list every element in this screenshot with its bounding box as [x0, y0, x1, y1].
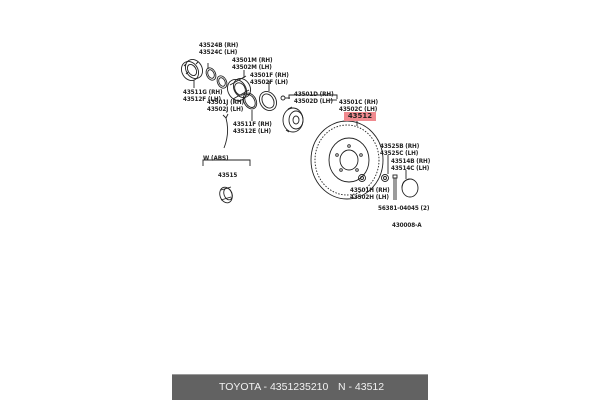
highlighted-part-43512[interactable]: 43512	[344, 112, 376, 121]
label-43511f: 43511F (RH)43512E (LH)	[233, 121, 272, 135]
label-43501c: 43501C (RH)43502C (LH)	[339, 99, 379, 113]
snap-ring-43511f	[242, 92, 258, 110]
bearing-cup-43524	[205, 67, 217, 81]
label-43514: 43514B (RH)43514C (LH)	[391, 158, 431, 172]
bearing-43501m	[227, 75, 251, 101]
lock-nut-43525	[381, 174, 389, 182]
hub-nut-43501h	[358, 174, 366, 182]
label-43501m: 43501M (RH)43502M (LH)	[232, 57, 273, 71]
label-43501f: 43501F (RH)43502F (LH)	[250, 72, 289, 86]
bearing-cup-43501f	[259, 91, 277, 111]
bracket-abs	[202, 159, 251, 166]
bearing-43515	[219, 186, 233, 204]
bearing-cup-43501j	[216, 75, 228, 89]
label-43511g: 43511G (RH)43512F (LH)	[183, 89, 223, 103]
reference-number: N - 43512	[338, 381, 385, 393]
label-43501d: 43501D (RH)43502D (LH)	[294, 91, 334, 105]
bracket-43501d	[288, 94, 338, 99]
label-43501h: 43501H (RH)43502H (LH)	[350, 187, 390, 201]
abs-sensor-wire	[222, 113, 229, 149]
label-43501j: 43501J (RH)43502J (LH)	[207, 99, 244, 113]
grease-seal-outer	[181, 59, 203, 81]
label-43515: 43515	[218, 172, 238, 179]
part-info-footer: TOYOTA - 4351235210 N - 43512	[172, 374, 428, 400]
hub-43501d	[282, 106, 304, 133]
brand-part-number: TOYOTA - 4351235210	[219, 381, 329, 393]
bolt-56381	[392, 174, 398, 200]
brake-rotor-43512	[310, 120, 384, 200]
figure-ref: 430008-A	[392, 222, 422, 229]
label-43524: 43524B (RH)43524C (LH)	[199, 42, 239, 56]
label-43525: 43525B (RH)43525C (LH)	[380, 143, 420, 157]
label-abs: W (ABS)	[203, 155, 229, 162]
label-bolt-56381: 56381-04045 (2)	[378, 205, 430, 212]
hub-cap-43514	[401, 178, 419, 198]
